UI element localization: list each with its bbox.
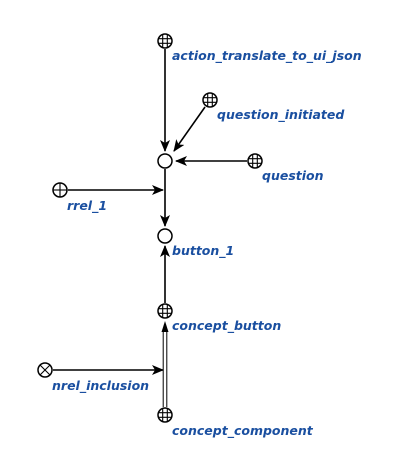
- node-concept-button-icon[interactable]: [157, 303, 173, 319]
- label-button-1: button_1: [172, 243, 234, 259]
- node-nrel-inclusion-icon[interactable]: [37, 362, 53, 378]
- label-nrel-inclusion: nrel_inclusion: [52, 378, 149, 394]
- label-concept-component: concept_component: [172, 423, 314, 439]
- label-question-initiated: question_initiated: [217, 107, 345, 123]
- node-rrel-1-icon[interactable]: [52, 182, 68, 198]
- node-concept-component-icon[interactable]: [157, 407, 173, 423]
- node-button-1-icon[interactable]: [157, 228, 173, 244]
- label-concept-button: concept_button: [172, 318, 281, 334]
- node-question-initiated-icon[interactable]: [202, 92, 218, 108]
- label-question: question: [262, 168, 324, 183]
- node-action-translate-icon[interactable]: [157, 33, 173, 49]
- node-center-icon[interactable]: [157, 153, 173, 169]
- node-question-icon[interactable]: [247, 153, 263, 169]
- label-action-translate: action_translate_to_ui_json: [172, 48, 362, 64]
- edge-component-to-concept-button[interactable]: [161, 321, 169, 407]
- label-rrel-1: rrel_1: [67, 198, 107, 214]
- edge-question-initiated-to-center[interactable]: [173, 106, 206, 152]
